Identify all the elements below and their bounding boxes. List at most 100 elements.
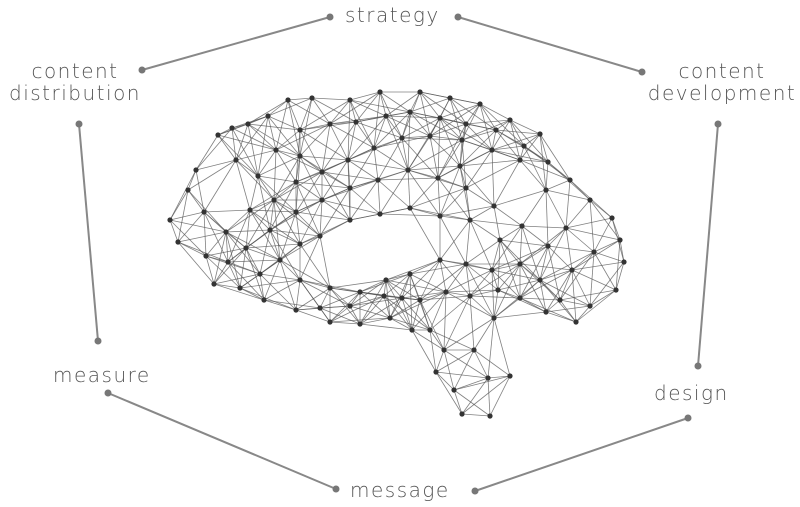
- brain-mesh-line: [519, 159, 547, 191]
- brain-mesh-line: [273, 199, 301, 245]
- brain-mesh-line: [231, 127, 259, 177]
- brain-mesh-node: [347, 185, 353, 191]
- brain-mesh-line: [177, 241, 207, 257]
- brain-mesh-line: [257, 175, 297, 183]
- brain-mesh-line: [547, 245, 573, 271]
- brain-mesh-line: [479, 103, 511, 121]
- brain-mesh-line: [495, 129, 525, 147]
- brain-mesh-line: [299, 99, 351, 131]
- brain-mesh-line: [449, 97, 481, 105]
- brain-mesh-node: [467, 217, 473, 223]
- brain-mesh-line: [419, 91, 431, 137]
- brain-mesh-line: [409, 97, 451, 113]
- brain-mesh-line: [321, 121, 357, 173]
- brain-mesh-node: [407, 271, 413, 277]
- brain-mesh-line: [275, 149, 297, 183]
- brain-mesh-line: [565, 227, 621, 241]
- brain-mesh-node: [409, 327, 415, 333]
- brain-mesh-node: [175, 239, 181, 245]
- brain-mesh-line: [257, 115, 269, 177]
- brain-mesh-line: [287, 99, 301, 131]
- brain-mesh-line: [245, 243, 301, 249]
- connector-dot: [104, 389, 112, 397]
- brain-mesh-node: [463, 185, 469, 191]
- brain-mesh-node: [271, 197, 277, 203]
- brain-mesh-line: [445, 269, 493, 293]
- brain-mesh-line: [239, 247, 247, 289]
- brain-mesh-line: [187, 159, 237, 191]
- brain-mesh-line: [299, 97, 313, 131]
- brain-mesh-node: [563, 225, 569, 231]
- brain-mesh-node: [375, 177, 381, 183]
- brain-mesh-line: [437, 139, 463, 179]
- brain-mesh-line: [545, 189, 567, 229]
- brain-mesh-node: [317, 233, 323, 239]
- brain-mesh-line: [177, 241, 215, 285]
- brain-mesh-line: [429, 329, 445, 351]
- brain-mesh-line: [245, 247, 281, 261]
- brain-mesh-line: [319, 305, 351, 309]
- brain-mesh-node: [345, 157, 351, 163]
- brain-mesh-line: [359, 279, 387, 293]
- brain-mesh-node: [327, 319, 333, 325]
- brain-mesh-line: [401, 297, 413, 331]
- brain-mesh-line: [459, 129, 497, 167]
- brain-mesh-line: [267, 99, 289, 117]
- brain-mesh-line: [329, 321, 361, 325]
- brain-mesh-line: [539, 245, 549, 281]
- brain-mesh-line: [227, 247, 247, 263]
- brain-mesh-line: [523, 133, 541, 147]
- label-line: distribution: [9, 81, 141, 105]
- brain-mesh-line: [299, 279, 351, 307]
- brain-mesh-line: [437, 177, 441, 217]
- brain-mesh-line: [235, 159, 251, 211]
- brain-mesh-line: [401, 137, 463, 141]
- brain-mesh-node: [537, 131, 543, 137]
- brain-mesh-line: [225, 199, 275, 233]
- brain-mesh-node: [437, 115, 443, 121]
- brain-mesh-line: [407, 139, 463, 171]
- brain-mesh-line: [217, 134, 259, 177]
- brain-mesh-node: [545, 159, 551, 165]
- brain-mesh-node: [293, 209, 299, 215]
- brain-mesh-line: [169, 219, 179, 243]
- brain-mesh-node: [467, 293, 473, 299]
- brain-mesh-line: [409, 207, 441, 261]
- brain-mesh-line: [347, 99, 351, 161]
- brain-mesh-line: [273, 199, 281, 261]
- brain-mesh-line: [235, 123, 249, 161]
- brain-mesh-line: [469, 295, 521, 299]
- brain-mesh-line: [217, 134, 237, 161]
- brain-mesh-line: [565, 199, 591, 229]
- brain-mesh-node: [245, 121, 251, 127]
- brain-mesh-node: [229, 125, 235, 131]
- brain-mesh-node: [417, 297, 423, 303]
- brain-mesh-line: [321, 199, 381, 215]
- brain-mesh-line: [269, 229, 301, 281]
- brain-mesh-line: [519, 159, 549, 163]
- brain-mesh-line: [385, 111, 411, 117]
- brain-mesh-line: [329, 99, 351, 125]
- brain-mesh-line: [295, 211, 321, 237]
- brain-mesh-line: [213, 283, 241, 289]
- brain-mesh-line: [385, 273, 411, 281]
- brain-mesh-node: [297, 277, 303, 283]
- brain-mesh-line: [429, 135, 463, 141]
- brain-mesh-line: [437, 165, 461, 179]
- brain-mesh-line: [469, 295, 495, 319]
- brain-mesh-line: [491, 269, 541, 281]
- brain-mesh-node: [377, 89, 383, 95]
- brain-mesh-line: [257, 175, 275, 201]
- brain-mesh-line: [273, 199, 297, 213]
- brain-mesh-node: [399, 135, 405, 141]
- brain-mesh-line: [295, 199, 323, 213]
- brain-mesh-line: [465, 263, 493, 271]
- brain-mesh-line: [275, 129, 301, 151]
- brain-mesh-line: [295, 287, 331, 311]
- brain-mesh-line: [187, 189, 205, 213]
- brain-mesh-node: [463, 121, 469, 127]
- brain-mesh-line: [359, 295, 385, 325]
- brain-mesh-line: [275, 149, 301, 157]
